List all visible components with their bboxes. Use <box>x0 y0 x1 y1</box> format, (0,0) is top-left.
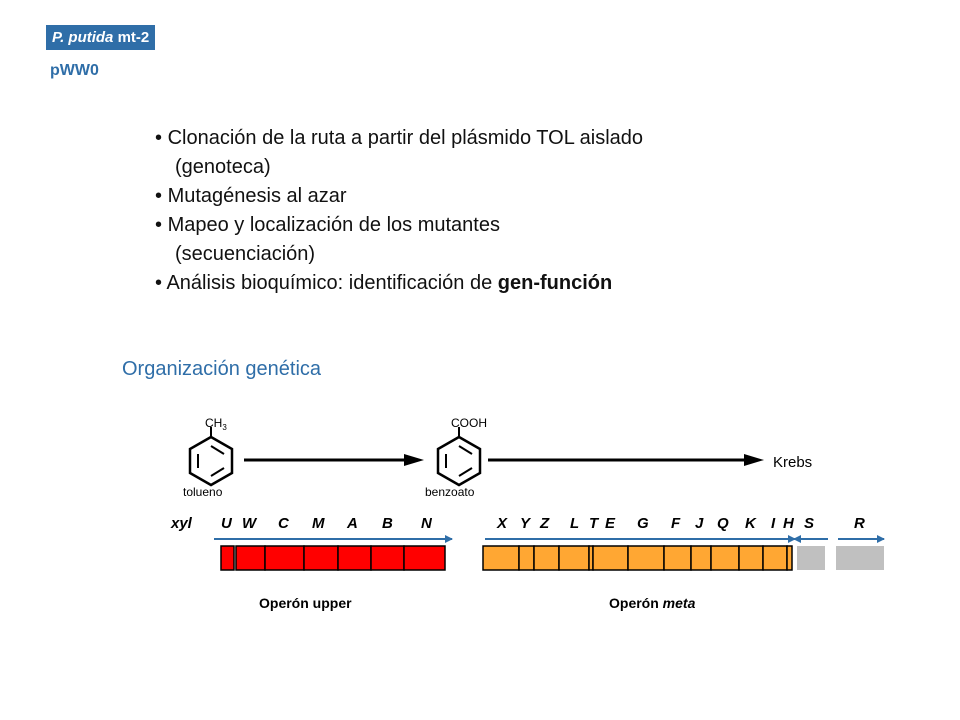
gene-label-C: C <box>278 515 290 532</box>
gene-box-E <box>592 545 629 571</box>
gene-box-N <box>403 545 446 571</box>
gene-label-Z: Z <box>539 515 550 532</box>
bullet-text: Clonación de la ruta a partir del plásmi… <box>167 127 644 149</box>
gene-label-M: M <box>312 515 325 532</box>
gene-label-T: T <box>589 515 600 532</box>
bullet-continuation: (genoteca) <box>175 156 271 178</box>
gene-label-G: G <box>637 515 649 532</box>
reaction-arrow-1-head <box>404 454 424 466</box>
upper-operon-genes <box>220 545 446 571</box>
bullet-item-cloning: • Clonación de la ruta a partir del plás… <box>155 124 643 182</box>
plasmid-label: pWW0 <box>50 62 99 79</box>
bullet-text: Mapeo y localización de los mutantes <box>167 214 500 236</box>
gene-box-X <box>482 545 520 571</box>
intermediate-label: benzoato <box>425 485 475 499</box>
bullet-marker: • <box>155 127 163 149</box>
carboxyl-group: COOH <box>451 416 487 430</box>
gene-label-Q: Q <box>717 515 729 532</box>
bullet-item-analysis: • Análisis bioquímico: identificación de… <box>155 269 643 298</box>
gene-box-U <box>220 545 235 571</box>
gene-label-W: W <box>242 515 258 532</box>
gene-box-F <box>663 545 692 571</box>
gene-label-R: R <box>854 515 865 532</box>
gene-box-J <box>690 545 712 571</box>
gene-label-N: N <box>421 515 433 532</box>
meta-operon-genes <box>482 545 793 571</box>
gene-box-C <box>264 545 305 571</box>
gene-label-S: S <box>804 515 814 532</box>
gene-label-F: F <box>671 515 681 532</box>
bullet-text: Análisis bioquímico: identificación de <box>166 272 498 294</box>
gene-label-X: X <box>496 515 508 532</box>
gene-box-Y <box>518 545 535 571</box>
bullet-continuation: (secuenciación) <box>175 243 316 265</box>
gene-label-K: K <box>745 515 757 532</box>
gene-label-L: L <box>570 515 579 532</box>
gene-box-Q <box>710 545 740 571</box>
meta-operon-label: Operón meta <box>609 595 696 611</box>
gene-box-H <box>786 545 793 571</box>
gene-box-I <box>762 545 788 571</box>
gene-box-G <box>627 545 665 571</box>
gene-label-U: U <box>221 515 233 532</box>
bullet-bold-term: gen-función <box>497 272 613 294</box>
gene-box-W <box>235 545 266 571</box>
gene-label-H: H <box>783 515 795 532</box>
method-list: • Clonación de la ruta a partir del plás… <box>155 124 643 298</box>
reaction-arrow-2-head <box>744 454 764 466</box>
gene-label-E: E <box>605 515 616 532</box>
bullet-item-mutagenesis: • Mutagénesis al azar <box>155 182 643 211</box>
section-title: Organización genética <box>122 358 322 380</box>
gene-label-J: J <box>695 515 704 532</box>
gene-label-A: A <box>346 515 358 532</box>
gene-box-K <box>738 545 764 571</box>
gene-box-B <box>370 545 405 571</box>
methyl-group: CH3 <box>205 416 227 432</box>
gene-prefix-label: xyl <box>170 515 193 532</box>
substrate-label: tolueno <box>183 485 223 499</box>
gene-box-S <box>797 546 825 570</box>
gene-label-B: B <box>382 515 393 532</box>
gene-box-L <box>558 545 590 571</box>
badge-strain: mt-2 <box>117 29 150 46</box>
benzoate-structure: COOH benzoato <box>425 416 487 499</box>
gene-label-I: I <box>771 515 776 532</box>
gene-box-Z <box>533 545 560 571</box>
bullet-marker: • <box>155 272 163 294</box>
gene-box-M <box>303 545 339 571</box>
toluene-structure: CH3 tolueno <box>183 416 234 499</box>
bullet-text: Mutagénesis al azar <box>167 185 347 207</box>
bullet-marker: • <box>155 214 163 236</box>
badge-species: P. putida <box>52 29 114 46</box>
upper-operon-label: Operón upper <box>259 595 352 611</box>
strain-badge: P. putida mt-2 <box>46 25 156 50</box>
bullet-marker: • <box>155 185 163 207</box>
product-label: Krebs <box>773 454 812 471</box>
gene-box-A <box>337 545 372 571</box>
gene-box-R <box>836 546 884 570</box>
gene-label-Y: Y <box>520 515 532 532</box>
bullet-item-mapping: • Mapeo y localización de los mutantes (… <box>155 211 643 269</box>
